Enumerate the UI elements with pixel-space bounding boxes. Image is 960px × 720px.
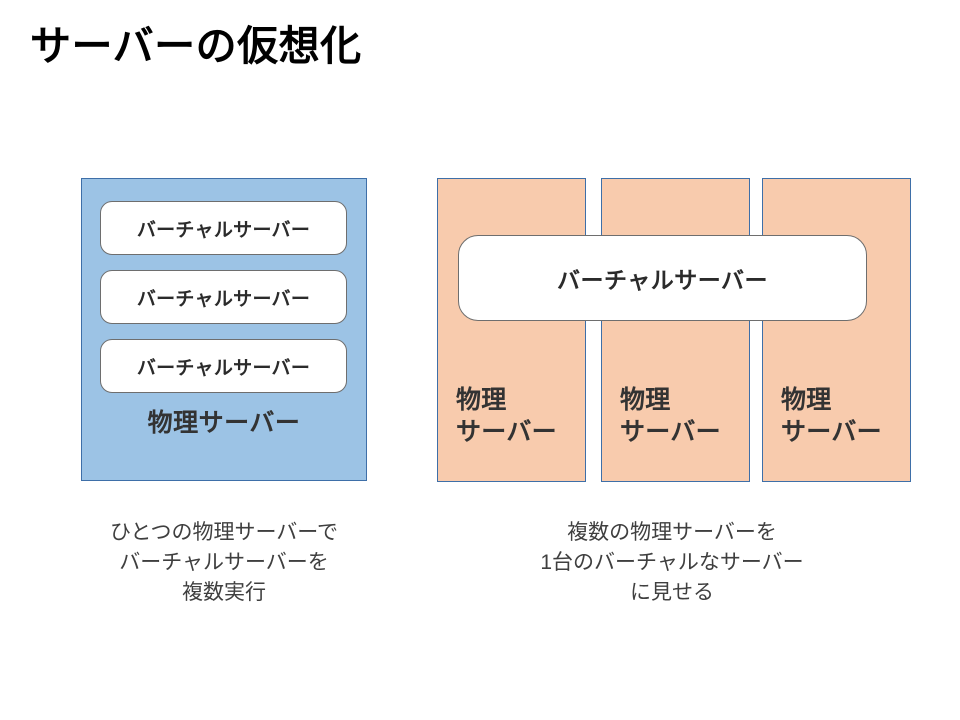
right-caption-line-2: 1台のバーチャルなサーバー (540, 550, 804, 574)
wide-virtual-server-box-label: バーチャルサーバー (556, 267, 769, 293)
left-caption: ひとつの物理サーバーで バーチャルサーバーを 複数実行 (61, 518, 387, 607)
physical-server-column-1-label-line-1: 物理 (456, 386, 507, 414)
virtual-server-box-3-label: バーチャルサーバー (136, 357, 311, 379)
right-caption: 複数の物理サーバーを 1台のバーチャルなサーバー に見せる (489, 518, 855, 607)
virtual-server-box-1-label: バーチャルサーバー (136, 219, 311, 241)
physical-server-column-2-label-line-1: 物理 (620, 386, 671, 414)
left-physical-server-label: 物理サーバー (147, 409, 301, 437)
left-caption-line-3: 複数実行 (182, 580, 266, 604)
right-caption-line-1: 複数の物理サーバーを (567, 521, 777, 544)
physical-server-column-3-label: 物理 サーバー (781, 384, 882, 448)
left-physical-server-panel: バーチャルサーバー バーチャルサーバー バーチャルサーバー 物理サーバー (81, 178, 367, 481)
virtual-server-box-1: バーチャルサーバー (100, 201, 347, 255)
physical-server-column-1: 物理 サーバー (437, 178, 586, 482)
physical-server-column-1-label: 物理 サーバー (456, 384, 557, 448)
left-caption-line-2: バーチャルサーバーを (119, 550, 329, 574)
wide-virtual-server-box: バーチャルサーバー (458, 235, 867, 321)
physical-server-column-2-label-line-2: サーバー (620, 418, 721, 446)
physical-server-column-2: 物理 サーバー (601, 178, 750, 482)
physical-server-column-3: 物理 サーバー (762, 178, 911, 482)
virtual-server-box-3: バーチャルサーバー (100, 339, 347, 393)
physical-server-column-1-label-line-2: サーバー (456, 418, 557, 446)
right-caption-line-3: に見せる (630, 580, 714, 604)
virtual-server-box-2: バーチャルサーバー (100, 270, 347, 324)
left-caption-line-1: ひとつの物理サーバーで (109, 521, 339, 544)
physical-server-column-2-label: 物理 サーバー (620, 384, 721, 448)
page-title: サーバーの仮想化 (30, 23, 362, 69)
right-physical-server-panel: 物理 サーバー 物理 サーバー 物理 サーバー バーチャルサーバー (437, 178, 911, 482)
physical-server-column-3-label-line-2: サーバー (781, 418, 882, 446)
virtual-server-box-2-label: バーチャルサーバー (136, 288, 311, 310)
physical-server-column-3-label-line-1: 物理 (781, 386, 832, 414)
